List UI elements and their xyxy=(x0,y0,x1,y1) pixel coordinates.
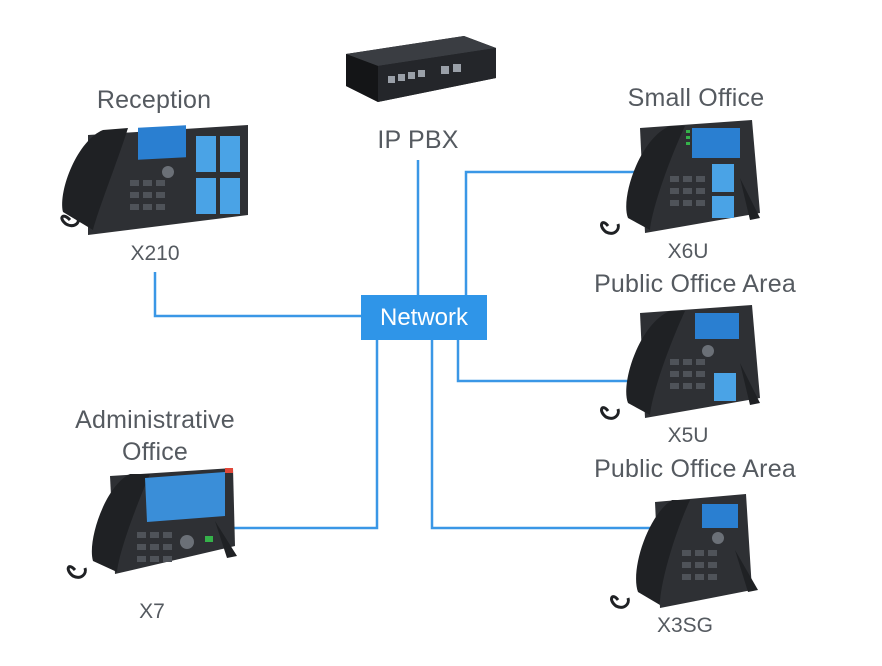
public-office-2-area-label: Public Office Area xyxy=(594,455,796,483)
x210-phone-icon xyxy=(60,125,248,235)
x7-model-label: X7 xyxy=(139,600,165,623)
link-small-office-network xyxy=(464,170,640,296)
x5u-phone-icon xyxy=(600,305,760,420)
x210-model-label: X210 xyxy=(130,242,180,265)
ip-pbx-device-icon xyxy=(346,36,496,102)
admin-office-area-label-line1: Administrative xyxy=(75,406,235,434)
public-office-1-area-label: Public Office Area xyxy=(594,270,796,298)
x6u-model-label: X6U xyxy=(667,240,709,263)
link-admin-office-network xyxy=(232,339,379,530)
small-office-area-label: Small Office xyxy=(627,84,765,112)
link-reception-network xyxy=(153,272,362,318)
link-public-office-1-network xyxy=(456,339,640,383)
reception-area-label: Reception xyxy=(96,86,212,114)
x6u-phone-icon xyxy=(600,120,760,235)
x5u-model-label: X5U xyxy=(667,424,709,447)
admin-office-area-label-line2: Office xyxy=(121,438,189,466)
x7-phone-icon xyxy=(66,468,237,579)
network-hub: Network xyxy=(361,295,487,340)
x3sg-phone-icon xyxy=(610,494,758,609)
x3sg-model-label: X3SG xyxy=(656,614,714,637)
link-public-office-2-network xyxy=(430,339,660,530)
ip-pbx-label: IP PBX xyxy=(377,126,459,154)
